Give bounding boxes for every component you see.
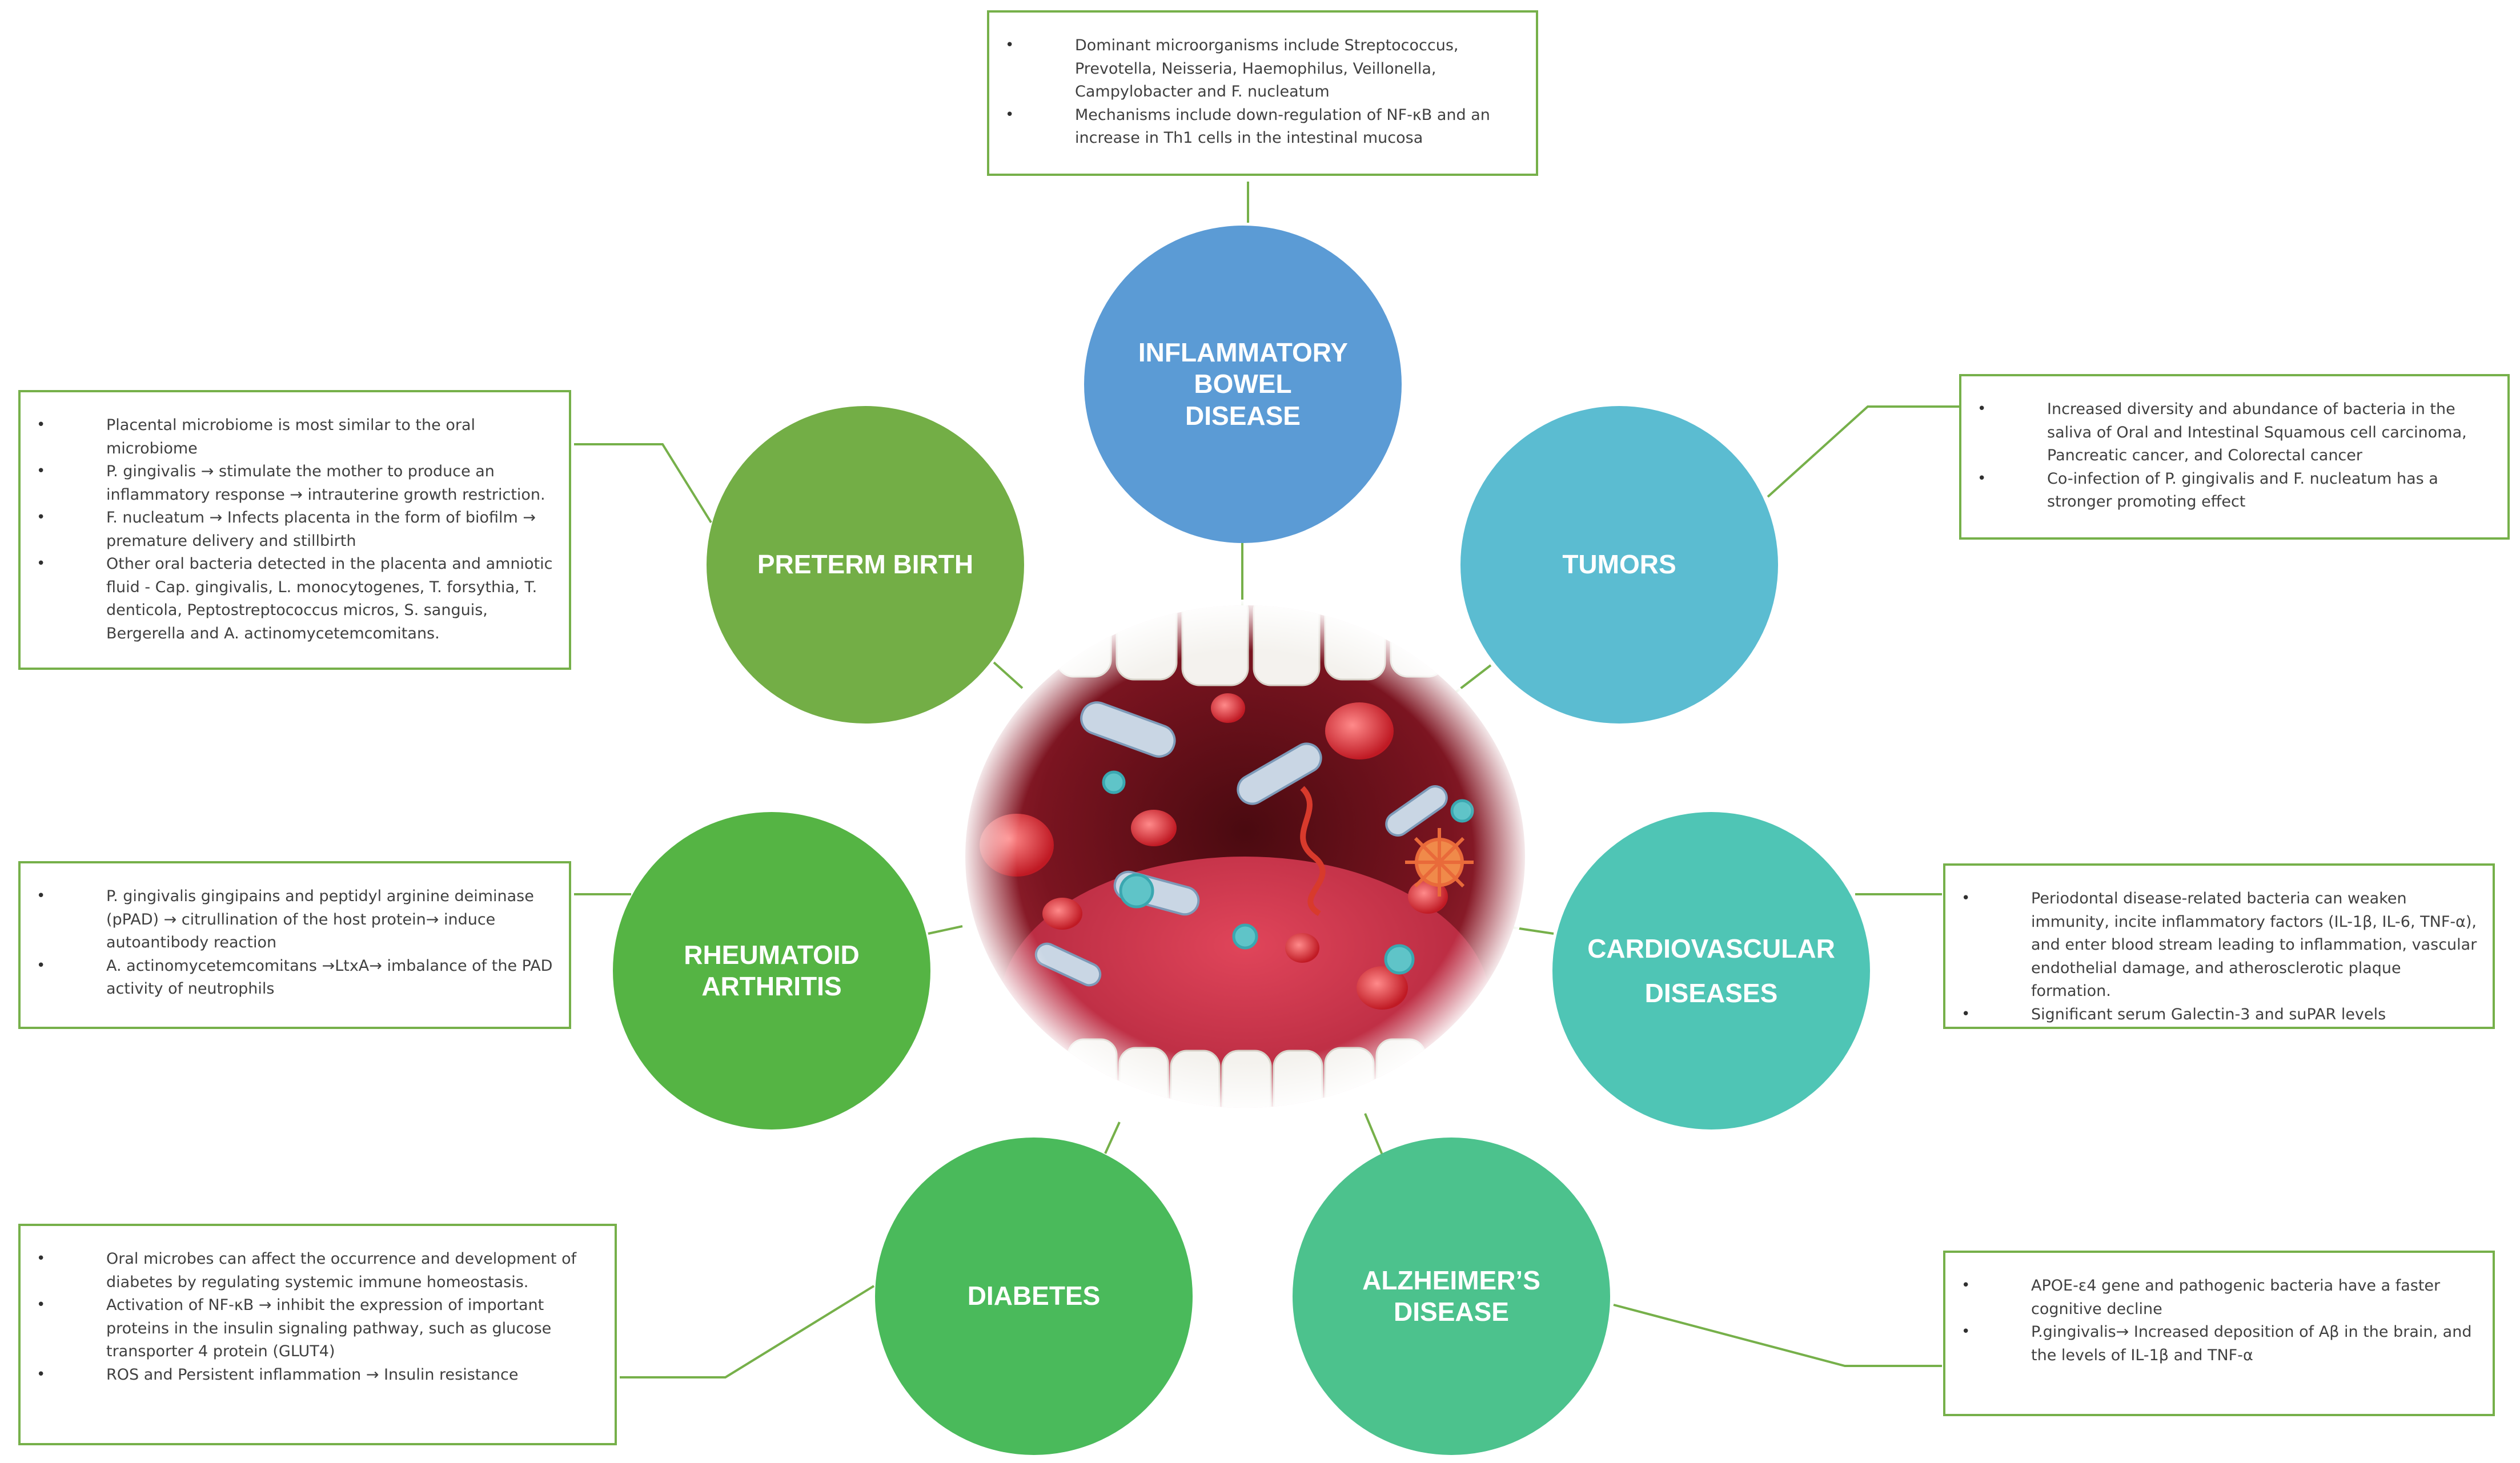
connector-alzheimers-box xyxy=(1613,1304,1942,1367)
node-rheumatoid-arthritis: RHEUMATOID ARTHRITIS xyxy=(613,812,930,1130)
node-inflammatory-bowel-disease: INFLAMMATORY BOWEL DISEASE xyxy=(1084,226,1402,543)
cardio-point-2-text: Significant serum Galectin-3 and suPAR l… xyxy=(2031,1005,2386,1023)
box-preterm-birth: Placental microbiome is most similar to … xyxy=(18,390,571,670)
connector-preterm-mouth xyxy=(993,661,1024,689)
connector-tumors-box xyxy=(1767,405,1959,498)
box-inflammatory-bowel-disease: Dominant microorganisms include Streptoc… xyxy=(987,10,1538,176)
node-cardio-label: CARDIOVASCULAR DISEASES xyxy=(1587,933,1835,1008)
node-ibd-label: INFLAMMATORY BOWEL DISEASE xyxy=(1138,337,1348,431)
diabetes-point-3: ROS and Persistent inflammation → Insuli… xyxy=(34,1364,601,1387)
diabetes-point-1-text: Oral microbes can affect the occurrence … xyxy=(106,1250,577,1291)
node-cardiovascular-diseases: CARDIOVASCULAR DISEASES xyxy=(1552,812,1870,1130)
diabetes-point-3-text: ROS and Persistent inflammation → Insuli… xyxy=(106,1365,519,1384)
box-tumors: Increased diversity and abundance of bac… xyxy=(1959,374,2510,540)
ra-point-1: P. gingivalis gingipains and peptidyl ar… xyxy=(34,885,555,955)
preterm-point-3: F. nucleatum → Infects placenta in the f… xyxy=(34,507,555,553)
node-tumors: TUMORS xyxy=(1460,406,1778,724)
box-diabetes: Oral microbes can affect the occurrence … xyxy=(18,1224,617,1445)
alzheimers-point-2-text: P.gingivalis→ Increased deposition of Aβ… xyxy=(2031,1323,2472,1364)
box-alzheimers-disease: APOE-ε4 gene and pathogenic bacteria hav… xyxy=(1943,1251,2495,1416)
tumors-point-1-text: Increased diversity and abundance of bac… xyxy=(2047,400,2467,464)
node-alzheimers-disease: ALZHEIMER’S DISEASE xyxy=(1293,1138,1610,1455)
preterm-point-1-text: Placental microbiome is most similar to … xyxy=(106,416,475,457)
node-diabetes-label: DIABETES xyxy=(967,1281,1101,1311)
ibd-point-2-text: Mechanisms include down-regulation of NF… xyxy=(1075,106,1490,147)
ibd-point-1-text: Dominant microorganisms include Streptoc… xyxy=(1075,37,1459,101)
alzheimers-point-1: APOE-ε4 gene and pathogenic bacteria hav… xyxy=(1959,1275,2479,1321)
connector-alzheimers-mouth xyxy=(1364,1113,1383,1155)
alzheimers-point-2: P.gingivalis→ Increased deposition of Aβ… xyxy=(1959,1321,2479,1367)
preterm-point-1: Placental microbiome is most similar to … xyxy=(34,414,555,460)
ra-point-2-text: A. actinomycetemcomitans →LtxA→ imbalanc… xyxy=(106,956,553,998)
tumors-point-2: Co-infection of P. gingivalis and F. nuc… xyxy=(1975,468,2494,514)
node-preterm-birth: PRETERM BIRTH xyxy=(707,406,1024,724)
cardio-point-1: Periodontal disease-related bacteria can… xyxy=(1959,887,2479,1003)
connector-preterm-box xyxy=(574,443,712,524)
tumors-point-2-text: Co-infection of P. gingivalis and F. nuc… xyxy=(2047,469,2438,511)
node-alzheimers-label: ALZHEIMER’S DISEASE xyxy=(1362,1265,1540,1327)
node-preterm-label: PRETERM BIRTH xyxy=(757,549,974,580)
preterm-point-4: Other oral bacteria detected in the plac… xyxy=(34,553,555,645)
cardio-point-2: Significant serum Galectin-3 and suPAR l… xyxy=(1959,1003,2479,1027)
box-rheumatoid-arthritis: P. gingivalis gingipains and peptidyl ar… xyxy=(18,861,571,1029)
connector-ra-mouth xyxy=(928,925,963,935)
diabetes-point-2: Activation of NF-κB → inhibit the expres… xyxy=(34,1294,601,1364)
preterm-point-2: P. gingivalis → stimulate the mother to … xyxy=(34,460,555,507)
ra-point-1-text: P. gingivalis gingipains and peptidyl ar… xyxy=(106,887,534,951)
connector-diabetes-mouth xyxy=(1104,1122,1121,1154)
box-cardiovascular-diseases: Periodontal disease-related bacteria can… xyxy=(1943,863,2495,1029)
diabetes-point-2-text: Activation of NF-κB → inhibit the expres… xyxy=(106,1296,552,1360)
connector-diabetes-box xyxy=(620,1285,875,1378)
preterm-point-3-text: F. nucleatum → Infects placenta in the f… xyxy=(106,509,536,550)
ra-point-2: A. actinomycetemcomitans →LtxA→ imbalanc… xyxy=(34,955,555,1001)
preterm-point-2-text: P. gingivalis → stimulate the mother to … xyxy=(106,463,545,504)
preterm-point-4-text: Other oral bacteria detected in the plac… xyxy=(106,555,553,642)
tumors-point-1: Increased diversity and abundance of bac… xyxy=(1975,398,2494,468)
diabetes-point-1: Oral microbes can affect the occurrence … xyxy=(34,1248,601,1294)
alzheimers-point-1-text: APOE-ε4 gene and pathogenic bacteria hav… xyxy=(2031,1277,2441,1318)
tongue xyxy=(1000,857,1491,1108)
node-ra-label: RHEUMATOID ARTHRITIS xyxy=(684,939,860,1001)
ibd-point-2: Mechanisms include down-regulation of NF… xyxy=(1003,104,1522,150)
ibd-point-1: Dominant microorganisms include Streptoc… xyxy=(1003,34,1522,104)
node-diabetes: DIABETES xyxy=(875,1138,1193,1455)
cardio-point-1-text: Periodontal disease-related bacteria can… xyxy=(2031,890,2477,1000)
connector-tumors-mouth xyxy=(1452,664,1492,695)
node-tumors-label: TUMORS xyxy=(1562,549,1676,580)
